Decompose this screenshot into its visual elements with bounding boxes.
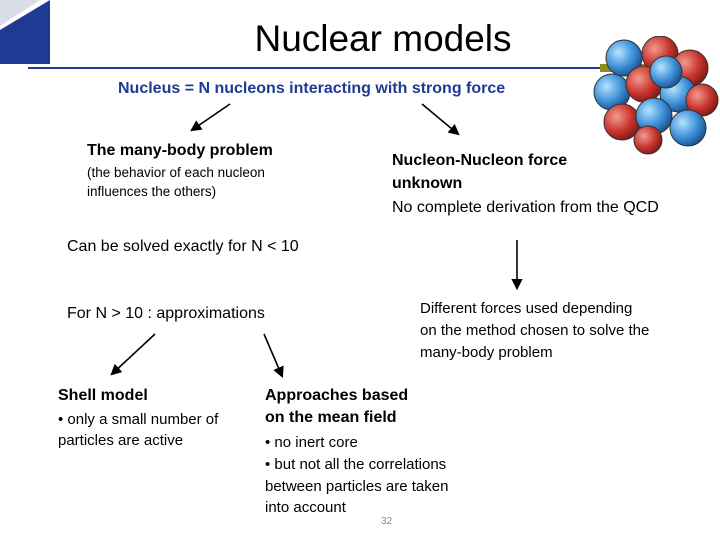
page-number: 32 [381,516,393,527]
mean-field-heading-line1: Approaches based [265,387,409,404]
nn-force-heading-line1: Nucleon-Nucleon force [392,152,568,169]
qcd-note: No complete derivation from the QCD [392,199,659,216]
arrow-icon [190,103,231,132]
arrow-icon [263,333,284,379]
many-body-heading: The many-body problem [87,142,273,159]
arrow-icon [421,103,460,136]
many-body-note-line2: influences the others) [87,184,217,199]
slide-title: Nuclear models [254,18,512,59]
corner-decoration [0,0,50,64]
many-body-note-line1: (the behavior of each nucleon [87,165,265,180]
nucleus-illustration [593,36,719,155]
mean-field-bullet2-line3: into account [265,499,346,516]
mean-field-bullet2-line1: • but not all the correlations [265,456,447,473]
mean-field-heading-line2: on the mean field [265,409,397,426]
shell-model-heading: Shell model [58,387,148,404]
forces-text-line3: many-body problem [420,344,553,361]
shell-model-bullet-line1: • only a small number of [58,411,219,428]
subtitle: Nucleus = N nucleons interacting with st… [118,80,506,97]
mean-field-bullet2-line2: between particles are taken [265,478,449,495]
forces-text-line2: on the method chosen to solve the [420,322,650,339]
approximations-text: For N > 10 : approximations [67,305,265,322]
exact-solution-text: Can be solved exactly for N < 10 [67,238,299,255]
mean-field-bullet1: • no inert core [265,434,358,451]
nn-force-heading-line2: unknown [392,175,463,192]
shell-model-bullet-line2: particles are active [58,432,184,449]
arrow-icon [110,333,156,376]
forces-text-line1: Different forces used depending [420,300,633,317]
